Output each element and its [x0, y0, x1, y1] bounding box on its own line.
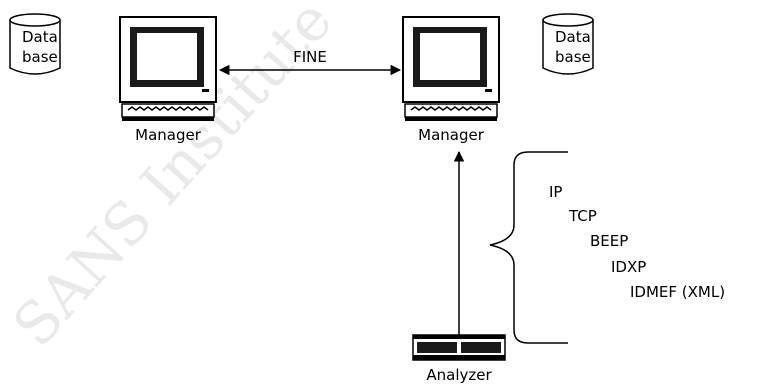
computer-icon-right: [402, 16, 500, 121]
protocol-layer-idmef: IDMEF (XML): [630, 283, 725, 301]
protocol-layer-ip: IP: [549, 183, 562, 201]
connection-label: FINE: [293, 48, 327, 66]
computer-icon-left: [119, 16, 217, 121]
manager-label-left: Manager: [135, 126, 202, 144]
protocol-layer-beep: BEEP: [590, 232, 628, 250]
manager-label-right: Manager: [418, 126, 485, 144]
database-icon-left: Data base: [9, 13, 61, 75]
protocol-layer-tcp: TCP: [568, 207, 597, 225]
database-label-left-line1: Data: [22, 28, 58, 46]
protocol-bracket: [489, 151, 568, 344]
database-label-left-line2: base: [22, 48, 58, 66]
database-label-right-line1: Data: [555, 28, 591, 46]
analyzer-icon: [412, 334, 506, 361]
database-label-right-line2: base: [555, 48, 591, 66]
protocol-layer-idxp: IDXP: [611, 258, 646, 276]
analyzer-label: Analyzer: [426, 366, 492, 384]
database-icon-right: Data base: [542, 13, 594, 75]
